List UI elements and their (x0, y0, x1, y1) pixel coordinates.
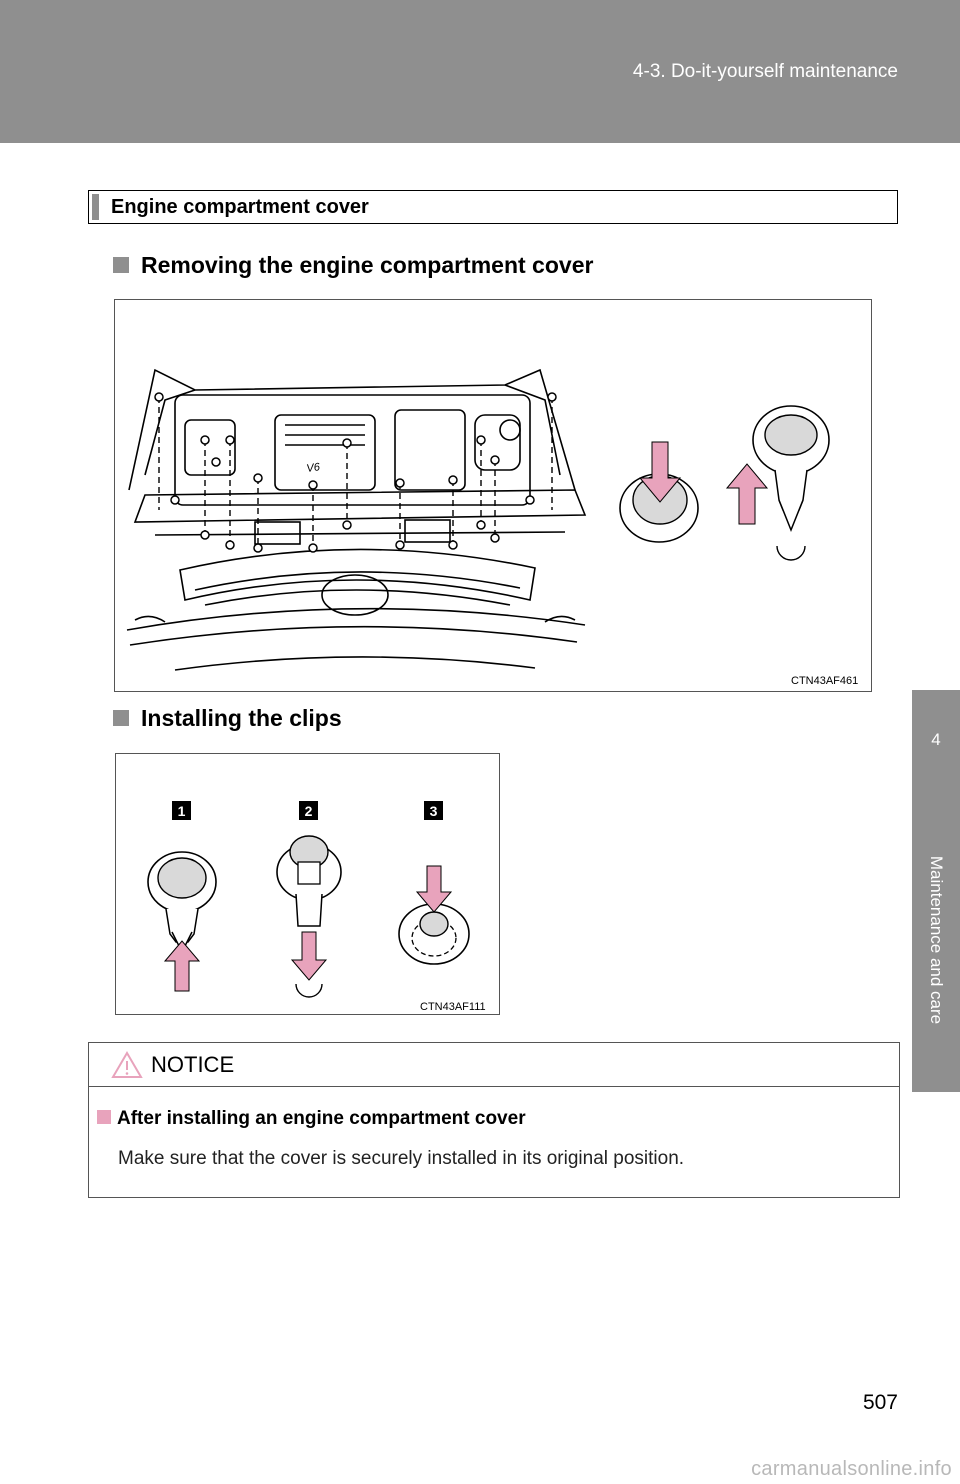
notice-body: Make sure that the cover is securely ins… (118, 1148, 685, 1169)
watermark: carmanualsonline.info (751, 1458, 952, 1480)
section-heading: Engine compartment cover (88, 190, 898, 224)
figure-code-removing: CTN43AF461 (791, 675, 859, 687)
notice-subtitle-text: After installing an engine compartment c… (117, 1108, 526, 1129)
subheading-installing: Installing the clips (113, 705, 342, 732)
chapter-title: Maintenance and care (927, 855, 946, 1025)
notice-header: NOTICE (89, 1043, 899, 1087)
step-3-label: 3 (430, 803, 438, 819)
clip-steps-illustration: 1 2 3 (147, 801, 470, 998)
section-breadcrumb: 4-3. Do-it-yourself maintenance (632, 61, 898, 82)
notice-box: NOTICE After installing an engine compar… (88, 1042, 900, 1198)
warning-triangle-icon (111, 1051, 143, 1078)
step-1-box (172, 801, 191, 820)
subheading-installing-text: Installing the clips (141, 705, 342, 731)
chapter-number: 4 (931, 730, 941, 749)
figure-removing-cover: V6 CTN43AF461 (114, 299, 872, 692)
figure-installing-clips: 1 2 3 CTN43AF111 (115, 753, 500, 1015)
step-2-box (299, 801, 318, 820)
section-heading-text: Engine compartment cover (111, 196, 369, 218)
engine-compartment-illustration: V6 (126, 368, 830, 671)
page-number: 507 (862, 1391, 898, 1414)
heading-accent-bar (92, 194, 99, 220)
page-header: 4-3. Do-it-yourself maintenance (0, 0, 960, 143)
bullet-square-icon (113, 257, 129, 273)
chapter-title-wrap: Maintenance and care (912, 690, 960, 1092)
bullet-square-icon (97, 1110, 111, 1124)
step-3-box (424, 801, 443, 820)
chapter-side-tab: 4 Maintenance and care (912, 690, 960, 1092)
subheading-removing: Removing the engine compartment cover (113, 252, 593, 279)
step-1-label: 1 (178, 803, 186, 819)
notice-title: NOTICE (151, 1052, 235, 1077)
step-2-label: 2 (305, 803, 313, 819)
bullet-square-icon (113, 710, 129, 726)
figure-code-installing: CTN43AF111 (420, 1001, 486, 1013)
subheading-removing-text: Removing the engine compartment cover (141, 252, 594, 278)
engine-badge-text: V6 (306, 461, 322, 475)
notice-subtitle: After installing an engine compartment c… (97, 1108, 526, 1130)
